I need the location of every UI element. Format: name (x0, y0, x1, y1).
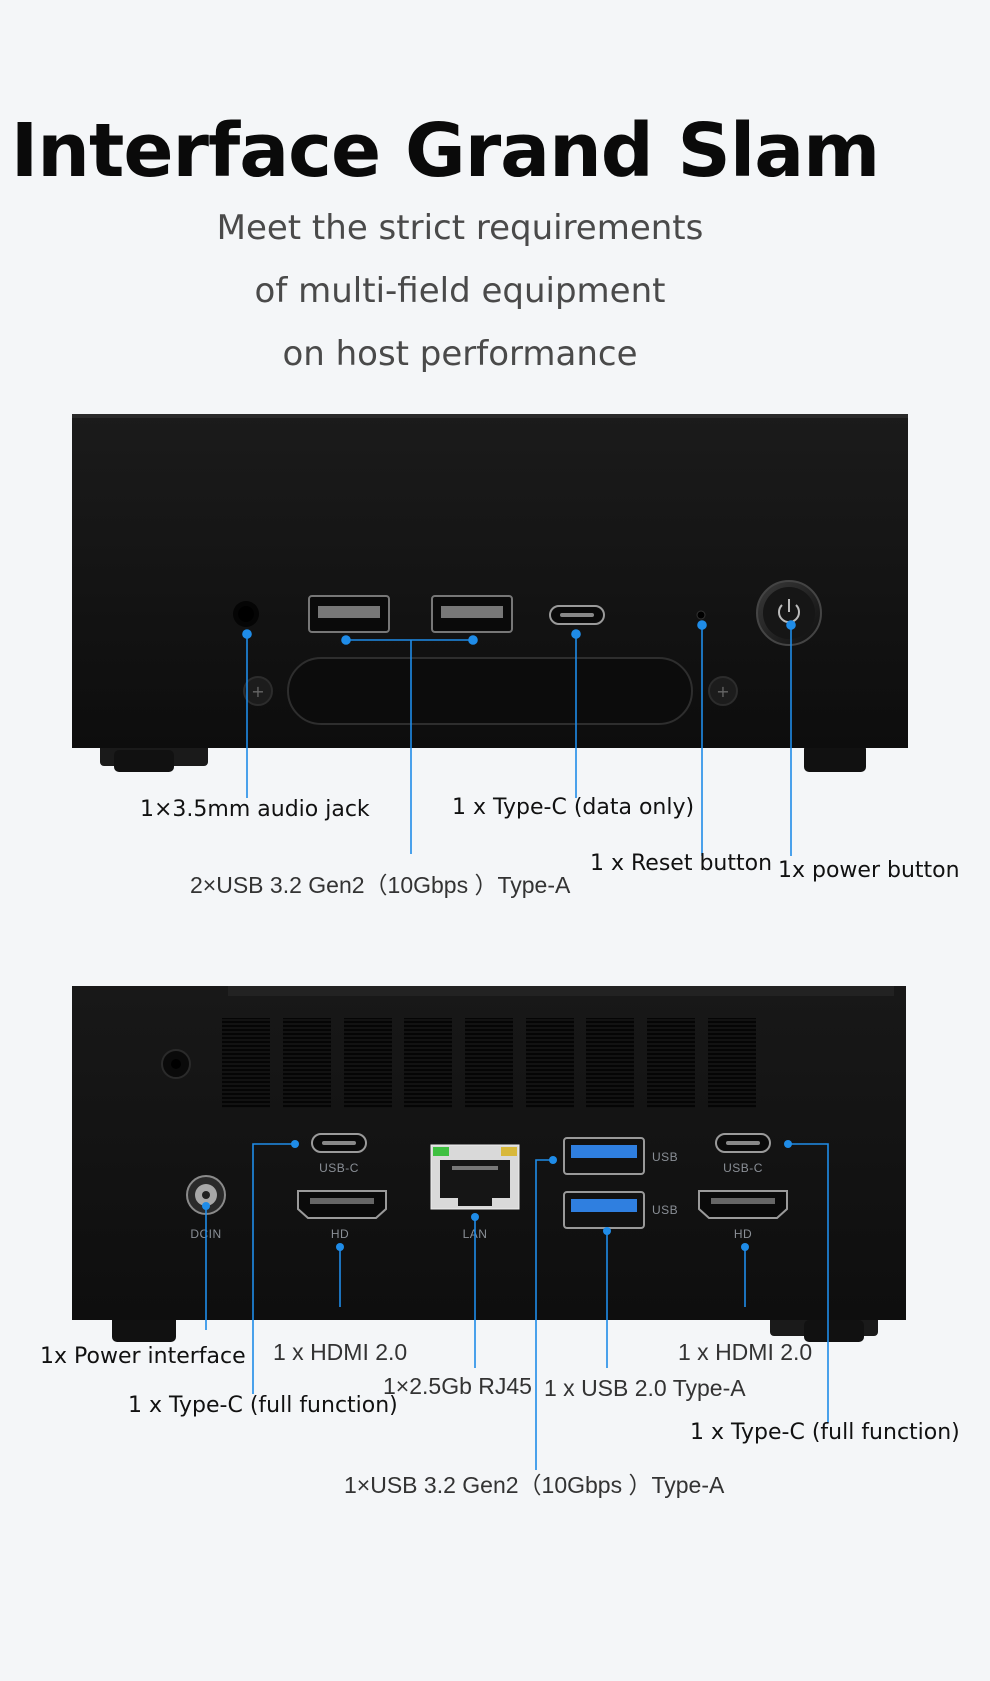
subtitle-line-3: on host performance (282, 334, 638, 374)
usb-a-port-icon (431, 595, 513, 633)
reset-button-icon (696, 610, 706, 620)
dc-in-port-icon (186, 1175, 226, 1215)
subtitle-line-2: of multi-field equipment (254, 271, 666, 311)
usb-c-port-icon (311, 1133, 367, 1153)
hdmi-port-icon (297, 1190, 387, 1219)
rear-panel-device: DCIN USB-C HD LAN USB USB USB-C HD (72, 986, 906, 1470)
rear-callout-lines (205, 1143, 829, 1470)
hdmi-port-icon (698, 1190, 788, 1219)
cooling-vents (222, 1018, 756, 1108)
port-label-usbc-left: USB-C (319, 1161, 359, 1175)
audio-jack-icon (233, 601, 259, 627)
screw-icon: + (243, 676, 273, 706)
callout-usb-a: 2×USB 3.2 Gen2（10Gbps ）Type-A (190, 872, 571, 898)
usb-a-blue-port-icon (563, 1137, 645, 1175)
callout-type-c-data: 1 x Type-C (data only) (452, 795, 695, 820)
callout-power-button: 1x power button (778, 858, 960, 883)
rear-callout-dots (202, 1140, 792, 1251)
page-title: Interface Grand Slam (10, 108, 881, 194)
callout-hdmi-right: 1 x HDMI 2.0 (678, 1339, 813, 1365)
callout-hdmi-left: 1 x HDMI 2.0 (273, 1339, 408, 1365)
callout-usb-3: 1×USB 3.2 Gen2（10Gbps ）Type-A (344, 1472, 725, 1498)
subtitle-line-1: Meet the strict requirements (216, 208, 704, 248)
front-panel-device: + + (72, 414, 908, 856)
port-label-hd-left: HD (331, 1227, 349, 1241)
ethernet-port-icon (430, 1144, 520, 1210)
port-label-hd-right: HD (734, 1227, 752, 1241)
front-cover-panel (287, 657, 693, 725)
usb-a-port-icon (563, 1191, 645, 1229)
front-callout-lines (242, 620, 796, 856)
callout-rj45: 1×2.5Gb RJ45 (383, 1373, 532, 1399)
port-label-usbc-right: USB-C (723, 1161, 763, 1175)
callout-usb-2: 1 x USB 2.0 Type-A (544, 1375, 746, 1401)
front-feet (100, 744, 866, 772)
port-label-usb-top: USB (652, 1150, 678, 1164)
callout-audio-jack: 1×3.5mm audio jack (140, 797, 370, 822)
callout-type-c-left: 1 x Type-C (full function) (128, 1393, 398, 1418)
lock-slot-icon (161, 1049, 191, 1079)
usb-c-port-icon (549, 605, 605, 625)
callout-power-interface: 1x Power interface (40, 1344, 246, 1369)
usb-c-port-icon (715, 1133, 771, 1153)
power-button-icon (756, 580, 822, 646)
callout-type-c-right: 1 x Type-C (full function) (690, 1420, 960, 1445)
usb-a-port-icon (308, 595, 390, 633)
callout-reset-button: 1 x Reset button (590, 851, 773, 876)
screw-icon: + (708, 676, 738, 706)
svg-text:+: + (716, 682, 729, 701)
svg-text:+: + (251, 682, 264, 701)
port-label-usb-bottom: USB (652, 1203, 678, 1217)
